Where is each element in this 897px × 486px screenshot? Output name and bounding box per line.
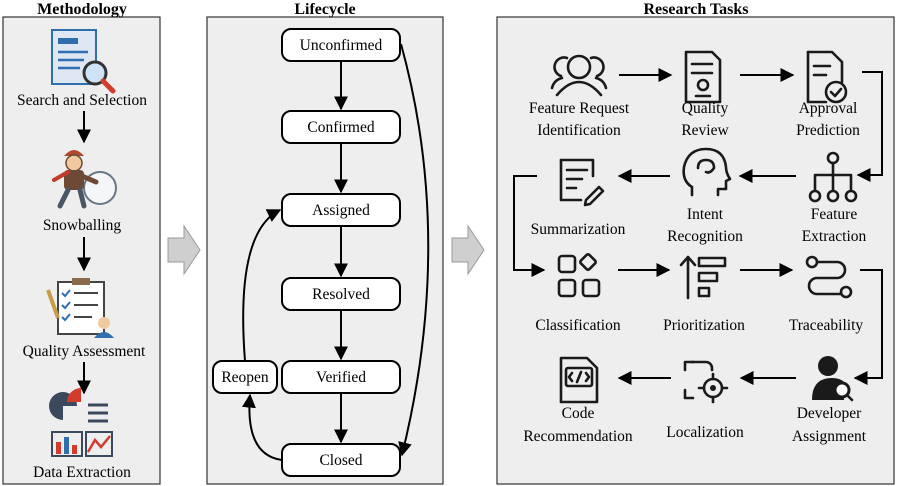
state-verified: Verified [281,360,401,394]
state-resolved: Resolved [281,277,401,311]
task-label-2a: Quality [682,100,729,117]
lifecycle-title: Lifecycle [294,1,355,18]
flow-arrow-2 [451,224,485,276]
arrow-task-9-10 [853,269,883,385]
state-closed: Closed [281,443,401,477]
hierarchy-icon [808,151,858,203]
svg-text:Confirmed: Confirmed [307,119,374,136]
doc-pen-icon [559,158,605,207]
task-label-5a: Intent [687,206,724,223]
checklist-person-icon [46,278,114,338]
approved-doc-icon [806,50,848,104]
methodology-panel: Methodology Search and Selection Snowbal… [2,1,161,485]
step-search-selection: Search and Selection [17,92,147,109]
lifecycle-panel-bg [206,16,444,485]
research-title: Research Tasks [643,1,748,18]
user-search-icon [812,356,854,402]
flow-arrow-1 [167,224,201,276]
head-brain-icon [682,147,732,197]
task-label-2b: Review [681,122,729,139]
task-label-3b: Prediction [796,122,860,139]
step-snowballing: Snowballing [43,217,122,234]
task-label-5b: Recognition [667,228,743,245]
task-label-10b: Assignment [792,428,867,445]
svg-text:Assigned: Assigned [312,202,370,219]
task-label-4a: Feature [811,206,858,223]
step-data-extraction: Data Extraction [33,464,131,481]
snowball-person-icon [52,150,117,209]
code-file-icon [559,356,599,404]
svg-text:Reopen: Reopen [221,369,269,386]
lifecycle-panel: Lifecycle Unconfirmed Confirmed Assigned… [206,1,444,485]
task-label-11: Localization [666,424,744,441]
task-label-1a: Feature Request [529,100,630,117]
trace-path-icon [805,255,853,299]
state-assigned: Assigned [281,193,401,227]
task-label-9: Traceability [789,317,864,334]
step-quality-assessment: Quality Assessment [23,343,146,360]
methodology-panel-bg [2,16,161,485]
methodology-title: Methodology [37,1,127,18]
task-label-8: Prioritization [663,317,745,334]
svg-text:Verified: Verified [316,369,366,386]
task-label-3a: Approval [799,100,858,117]
task-label-1b: Identification [537,122,621,139]
arrow-task-3-4 [856,71,883,182]
svg-text:Closed: Closed [319,452,362,469]
arrow-task-6-7 [513,175,546,277]
task-label-7: Classification [535,317,620,334]
arrow-reopen-assigned [242,209,282,362]
people-icon [550,54,608,97]
svg-text:Unconfirmed: Unconfirmed [300,37,383,54]
svg-text:Resolved: Resolved [312,286,370,303]
arrow-closed-reopen [241,393,283,461]
categories-icon [557,253,601,298]
task-label-12b: Recommendation [523,428,633,445]
task-label-4b: Extraction [802,228,867,245]
arrow-unconfirmed-closed [398,43,430,457]
task-label-12a: Code [562,405,595,422]
state-unconfirmed: Unconfirmed [281,28,401,62]
task-label-6: Summarization [531,221,626,238]
target-frame-icon [683,360,729,404]
charts-dashboard-icon [49,388,113,457]
state-confirmed: Confirmed [281,110,401,144]
sort-bars-icon [679,255,727,300]
state-reopen: Reopen [212,360,278,394]
certificate-doc-icon [684,50,722,104]
task-label-10a: Developer [797,405,862,422]
document-search-icon [51,29,116,94]
research-panel: Research Tasks Feature Request Identific… [496,1,895,485]
